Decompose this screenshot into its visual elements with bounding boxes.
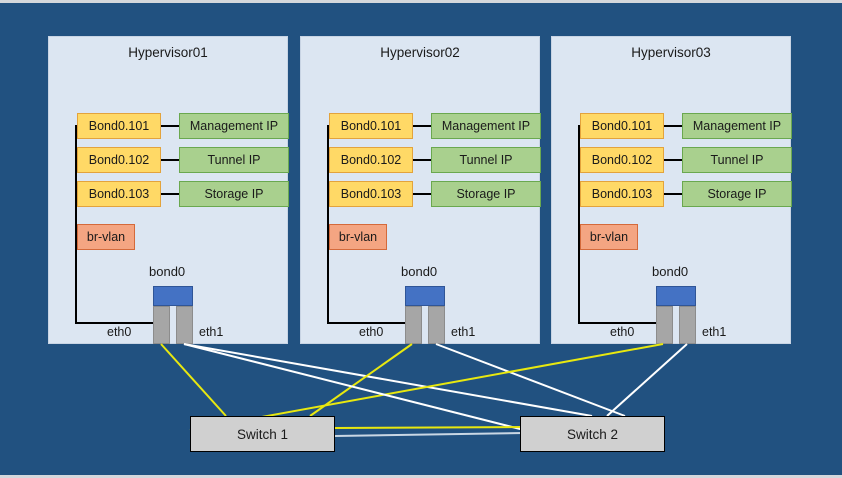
ip-box[interactable]: Management IP bbox=[179, 113, 289, 139]
bond-label: bond0 bbox=[149, 264, 186, 279]
bond-interface[interactable] bbox=[153, 286, 193, 306]
vlan-box[interactable]: Bond0.103 bbox=[329, 181, 413, 207]
vlan-ip-link bbox=[161, 125, 179, 127]
vlan-box[interactable]: Bond0.101 bbox=[580, 113, 664, 139]
eth1-label: eth1 bbox=[702, 325, 727, 339]
nic-eth1[interactable] bbox=[679, 306, 696, 344]
vlan-box[interactable]: Bond0.103 bbox=[77, 181, 161, 207]
vlan-ip-link bbox=[664, 159, 682, 161]
eth0-label: eth0 bbox=[610, 325, 635, 339]
vlan-ip-link bbox=[664, 193, 682, 195]
hypervisor-title: Hypervisor03 bbox=[631, 45, 711, 60]
vlan-ip-link bbox=[413, 193, 431, 195]
vlan-ip-link bbox=[161, 159, 179, 161]
vlan-ip-link bbox=[664, 125, 682, 127]
cable-hv2-eth1-switch2 bbox=[435, 343, 626, 417]
nic-eth0[interactable] bbox=[405, 306, 422, 344]
eth0-label: eth0 bbox=[107, 325, 132, 339]
bond-label: bond0 bbox=[401, 264, 438, 279]
nic-eth0[interactable] bbox=[153, 306, 170, 344]
hypervisor-panel-1: Hypervisor01 Bond0.101 Management IP Bon… bbox=[48, 36, 289, 344]
vlan-box[interactable]: Bond0.102 bbox=[580, 147, 664, 173]
vlan-box[interactable]: Bond0.101 bbox=[77, 113, 161, 139]
eth0-label: eth0 bbox=[359, 325, 384, 339]
cable-switch1-switch2-yellow bbox=[334, 426, 525, 429]
cable-hv1-eth0-switch1 bbox=[160, 343, 227, 417]
ip-box[interactable]: Storage IP bbox=[431, 181, 541, 207]
trunk-to-bond bbox=[327, 322, 405, 324]
ip-box[interactable]: Management IP bbox=[431, 113, 541, 139]
hypervisor-panel-2: Hypervisor02 Bond0.101 Management IP Bon… bbox=[300, 36, 541, 344]
cable-hv3-eth1-switch2 bbox=[606, 343, 688, 417]
cable-hv2-eth0-switch1 bbox=[309, 343, 413, 417]
switch-2[interactable]: Switch 2 bbox=[520, 416, 665, 452]
eth1-label: eth1 bbox=[199, 325, 224, 339]
vlan-ip-link bbox=[161, 193, 179, 195]
bond-interface[interactable] bbox=[405, 286, 445, 306]
trunk-line bbox=[578, 125, 580, 323]
trunk-line bbox=[327, 125, 329, 323]
vlan-box[interactable]: Bond0.101 bbox=[329, 113, 413, 139]
switch-1[interactable]: Switch 1 bbox=[190, 416, 335, 452]
vlan-box[interactable]: Bond0.103 bbox=[580, 181, 664, 207]
vlan-box[interactable]: Bond0.102 bbox=[77, 147, 161, 173]
vlan-ip-link bbox=[413, 159, 431, 161]
trunk-to-bond bbox=[578, 322, 656, 324]
bond-interface[interactable] bbox=[656, 286, 696, 306]
ip-box[interactable]: Tunnel IP bbox=[431, 147, 541, 173]
trunk-line bbox=[75, 125, 77, 323]
nic-eth1[interactable] bbox=[176, 306, 193, 344]
hypervisor-panel-3: Hypervisor03 Bond0.101 Management IP Bon… bbox=[551, 36, 792, 344]
cable-switch1-switch2-white bbox=[334, 432, 525, 437]
ip-box[interactable]: Storage IP bbox=[682, 181, 792, 207]
cable-hv1-eth1-switch2 bbox=[183, 343, 593, 417]
bridge-box[interactable]: br-vlan bbox=[580, 224, 638, 250]
bridge-box[interactable]: br-vlan bbox=[77, 224, 135, 250]
bond-label: bond0 bbox=[652, 264, 689, 279]
ip-box[interactable]: Storage IP bbox=[179, 181, 289, 207]
eth1-label: eth1 bbox=[451, 325, 476, 339]
hypervisor-title: Hypervisor02 bbox=[380, 45, 460, 60]
ip-box[interactable]: Tunnel IP bbox=[682, 147, 792, 173]
nic-eth1[interactable] bbox=[428, 306, 445, 344]
trunk-to-bond bbox=[75, 322, 153, 324]
hypervisor-title: Hypervisor01 bbox=[128, 45, 208, 60]
ip-box[interactable]: Tunnel IP bbox=[179, 147, 289, 173]
nic-eth0[interactable] bbox=[656, 306, 673, 344]
ip-box[interactable]: Management IP bbox=[682, 113, 792, 139]
vlan-ip-link bbox=[413, 125, 431, 127]
vlan-box[interactable]: Bond0.102 bbox=[329, 147, 413, 173]
bridge-box[interactable]: br-vlan bbox=[329, 224, 387, 250]
